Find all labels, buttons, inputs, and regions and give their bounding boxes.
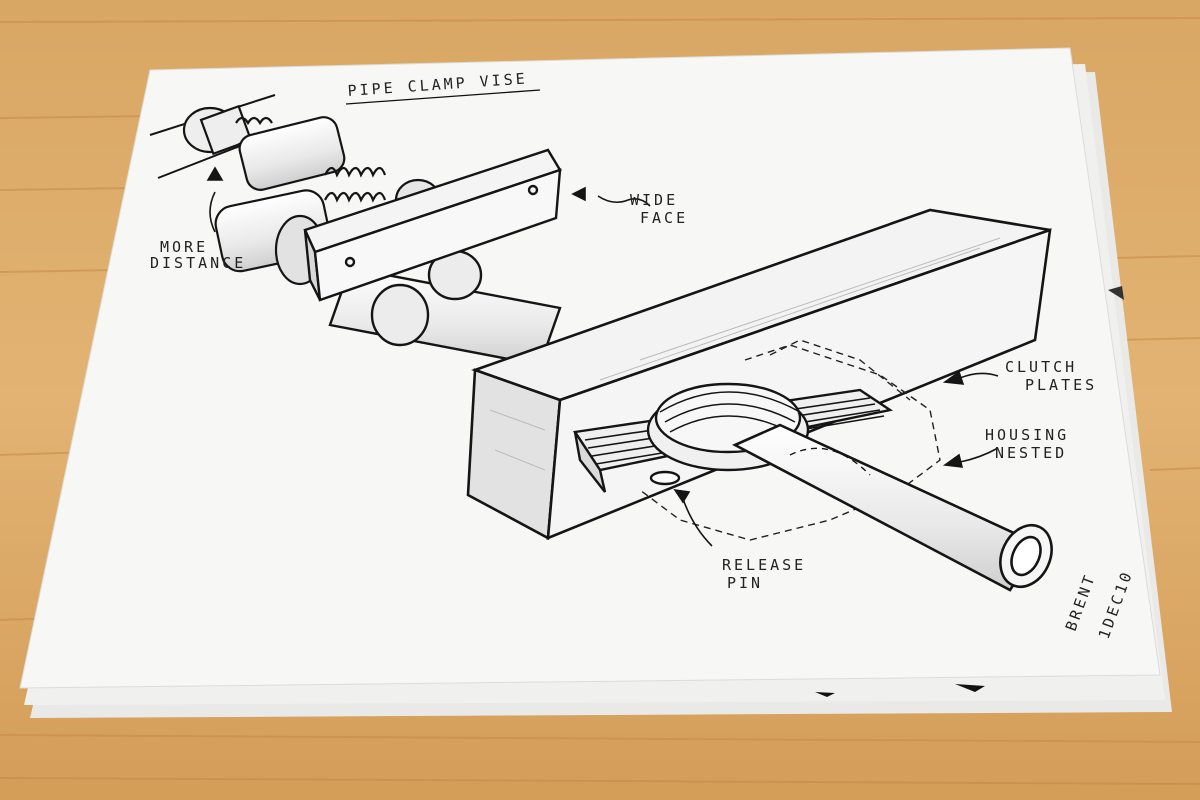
label-plates: PLATES xyxy=(1025,376,1097,394)
label-pin: PIN xyxy=(727,574,763,592)
wooden-jaw-block xyxy=(466,208,1052,541)
annotation-labels: WIDE FACE MORE DISTANCE CLUTCH PLATES HO… xyxy=(150,191,1097,592)
housing-dashed-outline xyxy=(639,339,941,541)
label-release: RELEASE xyxy=(722,556,806,574)
label-clutch: CLUTCH xyxy=(1005,358,1077,376)
wide-face-jaw xyxy=(303,148,562,302)
label-face: FACE xyxy=(640,209,688,227)
wood-grain xyxy=(0,17,1200,785)
label-distance: DISTANCE xyxy=(150,254,246,272)
annotation-arrows xyxy=(206,166,999,547)
label-housing: HOUSING xyxy=(985,426,1069,444)
label-nested: NESTED xyxy=(995,444,1067,462)
clutch-assembly xyxy=(572,382,894,493)
bar-pipe xyxy=(328,249,562,367)
label-more: MORE xyxy=(160,238,208,256)
label-wide: WIDE xyxy=(630,191,678,209)
front-pipe xyxy=(732,423,1053,592)
